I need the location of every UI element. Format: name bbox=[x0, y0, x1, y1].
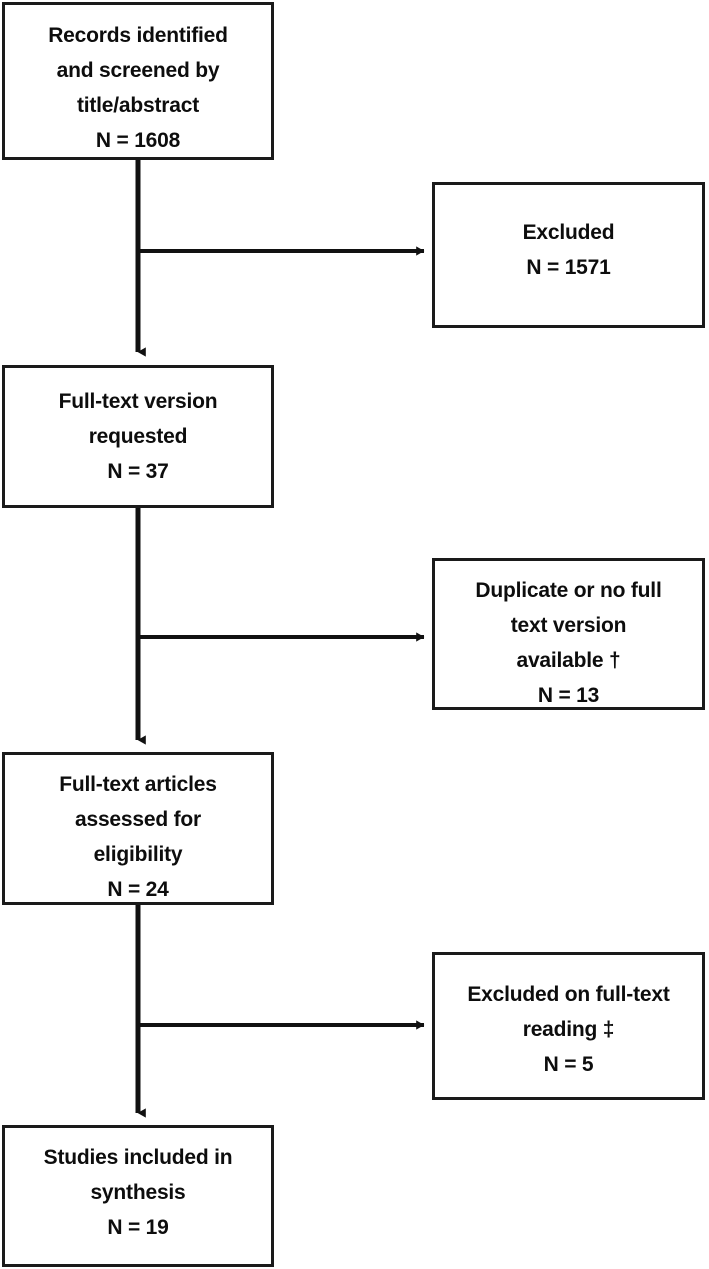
node-excluded-fulltext-text: Excluded on full-text reading ‡ bbox=[467, 983, 670, 1041]
node-assessed-eligibility-count: N = 24 bbox=[107, 878, 169, 901]
node-excluded-screening-count: N = 1571 bbox=[526, 256, 611, 279]
node-excluded-fulltext-count: N = 5 bbox=[543, 1053, 594, 1076]
node-excluded-screening-text: Excluded bbox=[522, 221, 615, 244]
node-excluded-fulltext: Excluded on full-text reading ‡ N = 5 bbox=[432, 952, 705, 1100]
node-fulltext-requested-count: N = 37 bbox=[107, 460, 169, 483]
node-fulltext-requested: Full-text version requested N = 37 bbox=[2, 365, 274, 508]
node-records-identified: Records identified and screened by title… bbox=[2, 2, 274, 160]
node-fulltext-requested-text: Full-text version requested bbox=[58, 390, 218, 448]
node-included-synthesis: Studies included in synthesis N = 19 bbox=[2, 1125, 274, 1267]
node-duplicate-unavailable-text: Duplicate or no full text version availa… bbox=[475, 579, 662, 672]
node-duplicate-unavailable: Duplicate or no full text version availa… bbox=[432, 558, 705, 710]
node-assessed-eligibility: Full-text articles assessed for eligibil… bbox=[2, 752, 274, 905]
node-duplicate-unavailable-count: N = 13 bbox=[537, 684, 600, 707]
node-records-identified-count: N = 1608 bbox=[95, 129, 181, 152]
node-included-synthesis-text: Studies included in synthesis bbox=[43, 1146, 233, 1204]
node-included-synthesis-count: N = 19 bbox=[107, 1216, 169, 1239]
node-assessed-eligibility-text: Full-text articles assessed for eligibil… bbox=[59, 773, 217, 866]
node-excluded-screening: Excluded N = 1571 bbox=[432, 182, 705, 328]
node-records-identified-text: Records identified and screened by title… bbox=[48, 24, 228, 117]
